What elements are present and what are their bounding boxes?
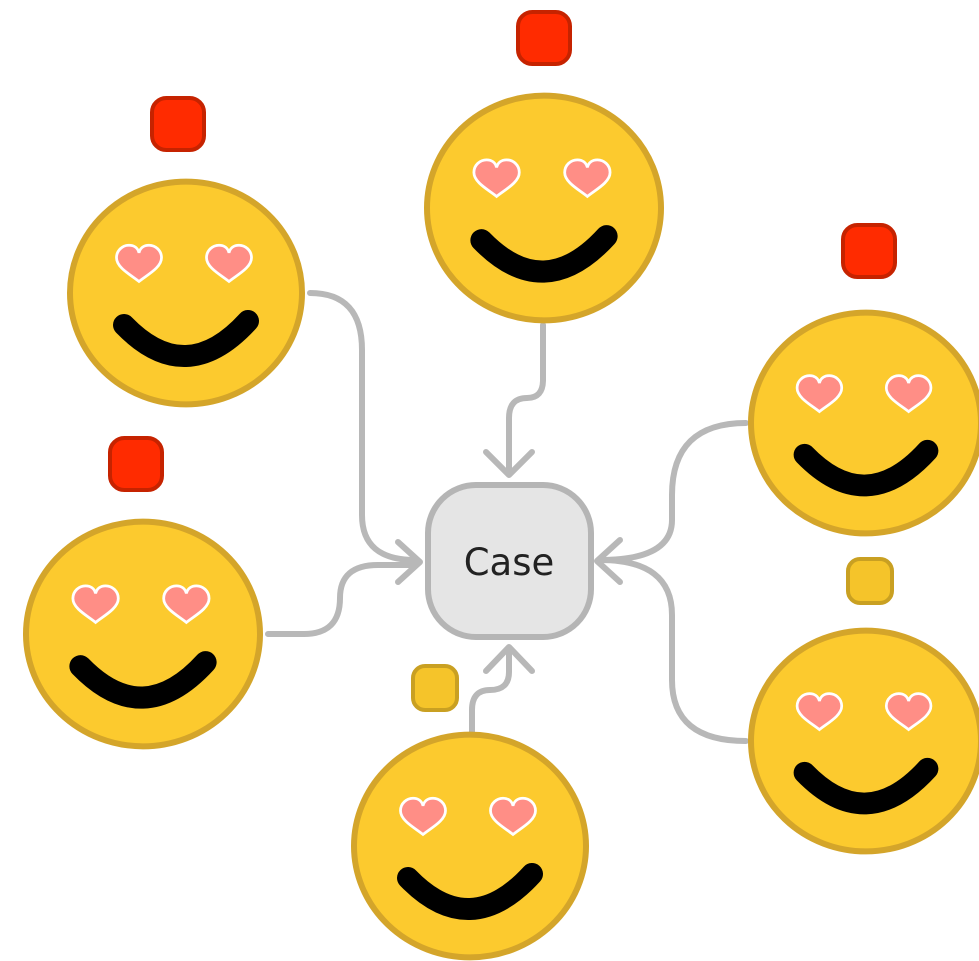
arrowhead-right <box>594 537 623 585</box>
face-circle <box>748 627 979 855</box>
participant[interactable] <box>23 436 263 750</box>
participants <box>23 10 979 961</box>
participant[interactable] <box>748 223 979 537</box>
smile-mouth <box>793 439 939 497</box>
face-circle <box>351 731 589 961</box>
status-badge-yellow <box>411 664 459 712</box>
connector-right-upper <box>597 420 749 563</box>
connector-right-lower <box>597 557 749 744</box>
face-circle <box>23 518 263 750</box>
face-circle <box>424 92 664 324</box>
smile-mouth <box>69 651 217 709</box>
participant[interactable] <box>67 96 305 408</box>
face-circle <box>748 309 979 537</box>
case-label: Case <box>464 541 555 584</box>
connector-bottom <box>469 645 512 736</box>
connector-left-lower <box>265 562 418 637</box>
connector-top-left <box>307 290 418 563</box>
smile-mouth <box>113 310 259 367</box>
status-badge-red <box>841 223 897 279</box>
arrowhead-left <box>395 539 423 585</box>
smile-mouth <box>470 225 618 283</box>
heart-eyes-smiley-icon[interactable] <box>23 518 263 750</box>
heart-eyes-smiley-icon[interactable] <box>748 309 979 537</box>
participant[interactable] <box>351 664 589 961</box>
participant[interactable] <box>748 557 979 855</box>
arrowhead-bottom <box>483 644 535 674</box>
status-badge-red <box>108 436 164 492</box>
heart-eyes-smiley-icon[interactable] <box>351 731 589 961</box>
connector-top <box>506 322 546 475</box>
status-badge-red <box>516 10 572 66</box>
connectors <box>265 290 749 744</box>
face-circle <box>67 178 305 408</box>
status-badge-yellow <box>846 557 894 605</box>
heart-eyes-smiley-icon[interactable] <box>67 178 305 408</box>
arrowhead-top <box>483 449 535 478</box>
case-node[interactable]: Case <box>425 482 594 640</box>
heart-eyes-smiley-icon[interactable] <box>748 627 979 855</box>
smile-mouth <box>397 863 543 920</box>
smile-mouth <box>793 757 939 815</box>
participant[interactable] <box>424 10 664 324</box>
heart-eyes-smiley-icon[interactable] <box>424 92 664 324</box>
status-badge-red <box>150 96 206 152</box>
case-node-box[interactable] <box>425 482 594 640</box>
